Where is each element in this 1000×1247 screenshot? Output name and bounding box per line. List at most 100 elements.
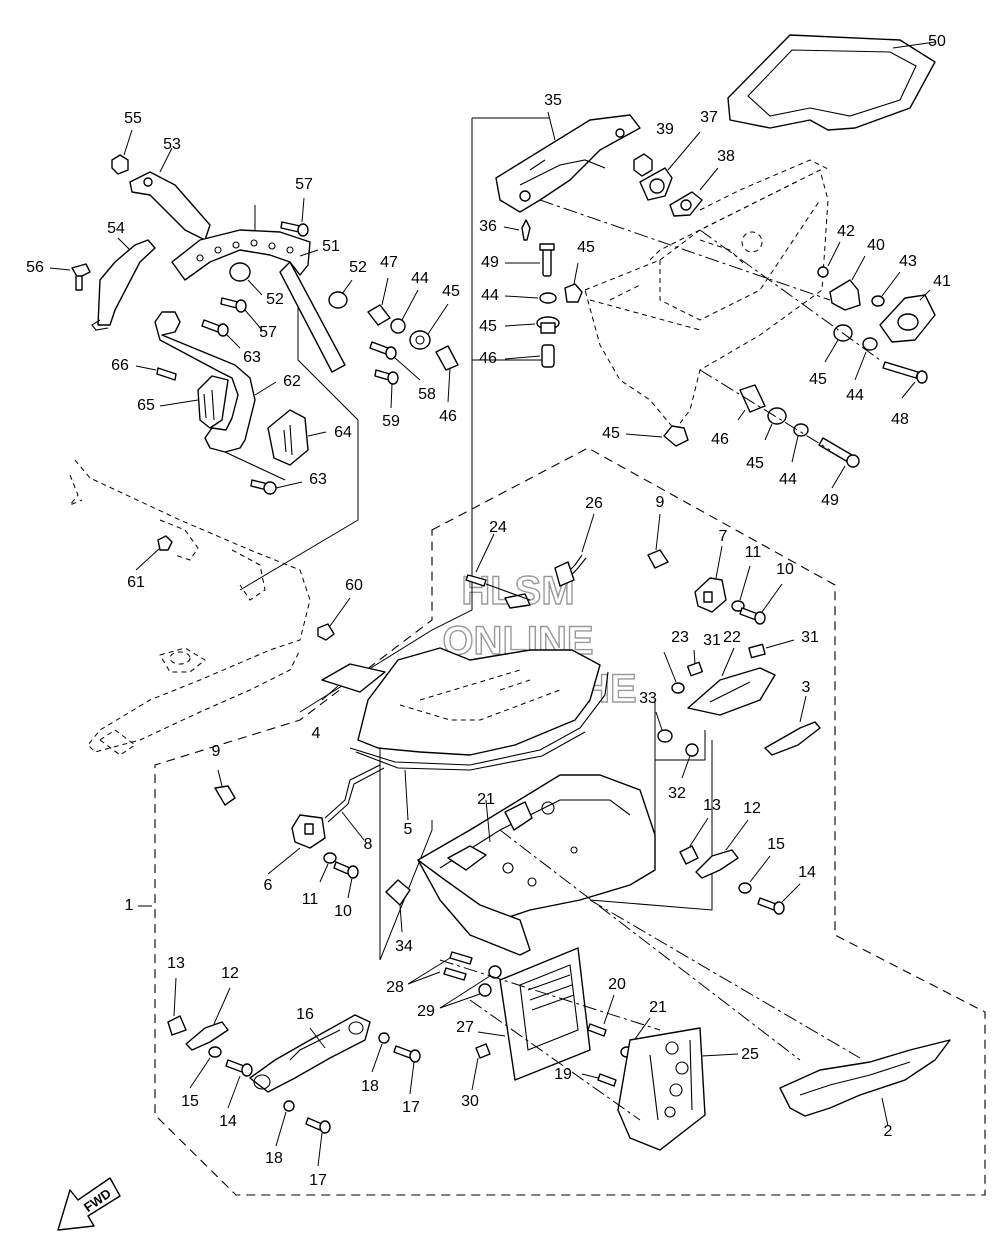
callout-54: 54 [107,220,125,237]
callout-52: 52 [266,291,284,308]
part-31-tape-a [686,649,704,677]
callout-44: 44 [846,387,864,404]
callout-28: 28 [386,979,404,996]
callout-14: 14 [219,1113,237,1130]
part-2-emblem [779,1039,951,1127]
part-4-label [321,663,386,701]
part-12-hinge-a [695,819,749,879]
callout-39: 39 [656,121,674,138]
part-15-washer-b [189,1046,222,1089]
part-14-bolt-b [225,1059,253,1109]
callout-61: 61 [127,574,145,591]
callout-49: 49 [481,254,499,271]
callout-10: 10 [776,561,794,578]
callout-18: 18 [361,1078,379,1095]
part-26-cable [554,513,595,587]
callout-45: 45 [479,318,497,335]
part-40-lock [829,255,866,311]
part-47-collar [367,277,391,326]
callout-53: 53 [163,136,181,153]
part-44-washer-d [791,423,809,463]
callout-33: 33 [639,690,657,707]
part-9-clip-a [214,769,236,806]
callout-4: 4 [312,725,321,742]
callout-44: 44 [779,471,797,488]
callout-22: 22 [723,629,741,646]
part-10-bolt-b [739,583,783,625]
callout-30: 30 [461,1093,479,1110]
part-10-bolt-a [333,861,359,899]
callout-59: 59 [382,413,400,430]
part-59-bolt [374,369,399,409]
saddlebag-body-phantom [584,159,831,431]
callout-46: 46 [479,350,497,367]
part-57-bolt-a [280,197,309,237]
callout-21: 21 [649,999,667,1016]
callout-40: 40 [867,237,885,254]
callout-12: 12 [221,965,239,982]
part-65-pad [159,375,229,429]
part-54-bracket [91,237,156,331]
part-32-washer [681,743,699,779]
part-48-bolt [699,229,928,399]
part-27-plate [477,947,591,1081]
callout-10: 10 [334,903,352,920]
callout-31: 31 [801,629,819,646]
callout-11: 11 [745,544,762,561]
callout-38: 38 [717,148,735,165]
part-44-washer-c [854,337,878,381]
part-29-washers [439,965,502,1009]
part-36-screw [503,219,531,241]
callout-25: 25 [741,1046,759,1063]
part-15-washer-a [738,855,771,894]
callout-57: 57 [295,176,313,193]
callout-1: 1 [125,897,134,914]
callout-58: 58 [418,386,436,403]
part-18-washer-a [371,1032,390,1073]
callout-45: 45 [746,455,764,472]
callout-2: 2 [884,1123,893,1140]
callout-35: 35 [544,92,562,109]
callout-52: 52 [349,259,367,276]
callout-45: 45 [602,425,620,442]
part-8-cable [324,764,385,841]
part-39-collar [633,153,653,177]
part-case-body [417,774,656,956]
part-37-damper [639,131,701,201]
part-13-clip-a [679,817,709,865]
part-45-grommet-c [824,324,853,363]
part-24-bolt [465,533,531,609]
saddlebag-assembly-outline [154,447,986,1196]
callout-13: 13 [167,955,185,972]
callout-27: 27 [456,1019,474,1036]
part-11-washer-b [731,565,751,612]
callout-26: 26 [585,495,603,512]
part-34-plate [385,879,411,933]
callout-65: 65 [137,397,155,414]
part-11-washer-a [319,852,337,883]
callout-56: 56 [26,259,44,276]
callout-49: 49 [821,492,839,509]
part-12-hinge-b [185,987,231,1051]
latch-group-frame [589,700,713,911]
part-6-latch [267,814,326,875]
part-44-washer-b [390,289,419,334]
callout-41: 41 [933,273,951,290]
callout-63: 63 [309,471,327,488]
callout-23: 23 [671,629,689,646]
callout-19: 19 [554,1066,572,1083]
callout-62: 62 [283,373,301,390]
callout-45: 45 [577,239,595,256]
callout-12: 12 [743,800,761,817]
part-56-bolt [49,263,91,291]
callout-47: 47 [380,254,398,271]
callout-63: 63 [243,349,261,366]
callout-43: 43 [899,253,917,270]
callout-51: 51 [322,238,340,255]
part-7-latch [694,545,727,613]
part-19-bolt [581,1073,617,1087]
callout-8: 8 [364,836,373,853]
callout-11: 11 [302,891,319,908]
part-50-seat-pad [727,34,936,131]
